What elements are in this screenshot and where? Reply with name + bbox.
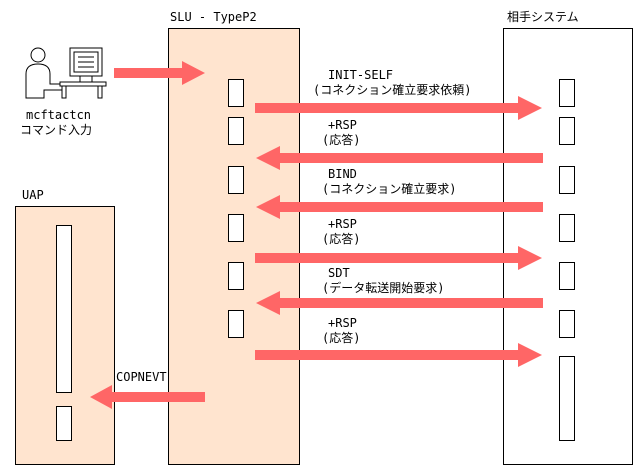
message-arrow-right — [255, 343, 542, 367]
message-arrow-left — [256, 195, 543, 219]
event-label: COPNEVT — [116, 370, 167, 384]
slu-box — [228, 262, 244, 290]
message-name: +RSP — [328, 118, 357, 132]
command-input-label: コマンド入力 — [20, 123, 93, 137]
message-desc: (コネクション確立要求依頼) — [313, 83, 472, 97]
partner-box — [559, 166, 575, 194]
operator-terminal-icon — [25, 47, 107, 99]
command-name: mcftactcn — [26, 108, 92, 122]
uap-label: UAP — [22, 188, 44, 202]
slu-box — [228, 310, 244, 338]
partner-box — [559, 117, 575, 145]
message-arrow-left — [256, 291, 543, 315]
message-desc: (応答) — [322, 232, 361, 246]
message-desc: (応答) — [322, 331, 361, 345]
message-name: +RSP — [328, 217, 357, 231]
message-arrow-right — [255, 96, 542, 120]
message-desc: (コネクション確立要求) — [322, 182, 457, 196]
slu-box — [228, 166, 244, 194]
slu-box — [228, 214, 244, 242]
partner-box — [559, 310, 575, 338]
message-arrow-left — [256, 146, 543, 170]
partner-system-label: 相手システム — [507, 10, 579, 24]
event-arrow — [90, 385, 205, 409]
command-arrow — [114, 61, 205, 85]
partner-box — [559, 214, 575, 242]
partner-box — [559, 356, 575, 441]
message-name: SDT — [328, 266, 350, 280]
partner-box — [559, 79, 575, 107]
partner-box — [559, 262, 575, 290]
message-name: +RSP — [328, 316, 357, 330]
slu-label: SLU - TypeP2 — [170, 10, 257, 24]
message-arrow-right — [255, 246, 542, 270]
message-desc: (データ転送開始要求) — [322, 281, 445, 295]
message-name: BIND — [328, 167, 357, 181]
uap-box — [56, 225, 72, 393]
message-desc: (応答) — [322, 133, 361, 147]
slu-box — [228, 79, 244, 107]
message-name: INIT-SELF — [328, 68, 394, 82]
slu-box — [228, 117, 244, 145]
uap-box — [56, 406, 72, 441]
